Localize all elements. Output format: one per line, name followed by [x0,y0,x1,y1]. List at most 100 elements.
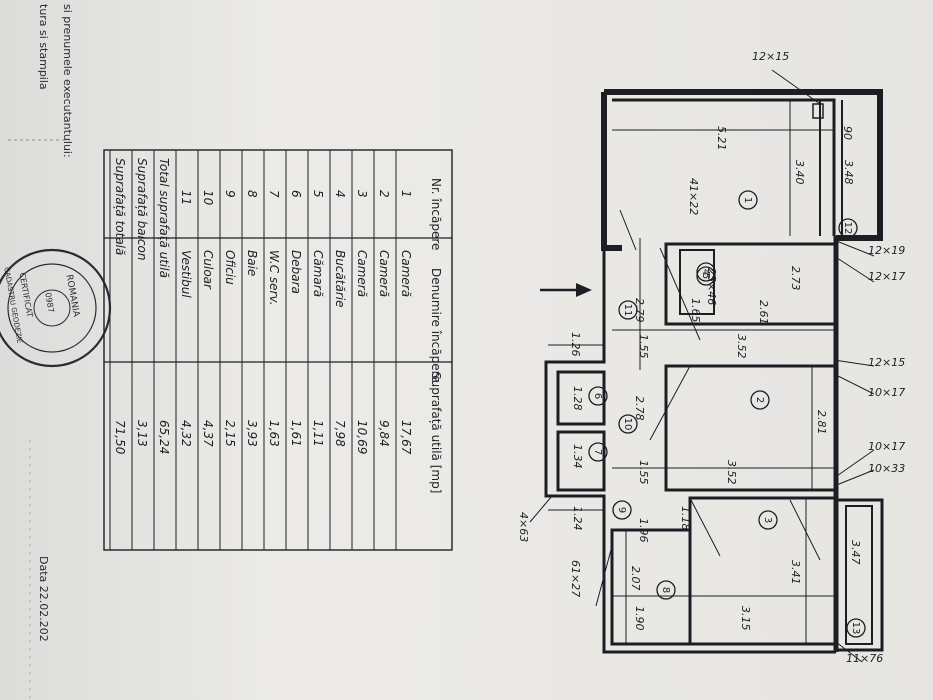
table-cell-nr: 11 [179,190,193,205]
plan-dimension: 3.47 [849,540,862,565]
plan-dimension: 3.52 [735,334,748,359]
room-number: 6 [592,393,603,399]
room-number: 7 [592,449,603,455]
plan-dimension: 2.79 [633,298,646,323]
room-number-circle [588,386,608,406]
table-cell-name: Vestibul [179,250,193,298]
table-cell-name: Oficiu [223,250,237,285]
table-cell-nr: 1 [399,190,413,198]
wall-outer-top [604,89,883,241]
plan-dimension: 12×19 [868,244,905,257]
room-number-circle [696,262,716,282]
room-number: 10 [622,418,633,431]
room-number: 4 [700,269,711,275]
entrance-arrow [540,283,592,297]
room-number: 2 [754,397,765,403]
rooms-table: Nr. încăpere Denumire încăpere Suprafață… [103,149,453,551]
balcony-12-walls [819,100,843,236]
table-cell-nr: 10 [201,190,215,206]
table-cell-nr: 9 [223,190,237,198]
room-number-circle [588,442,608,462]
plan-dimension: 61×27 [569,560,582,597]
room-number-circle [612,500,632,520]
plan-dimension: 10×17 [868,440,905,453]
table-cell-area: 3,93 [245,420,259,447]
table-cell-name: Cameră [377,250,391,297]
margin-text: si prenumele executantului: tura si stam… [37,4,74,642]
room-number-circle [758,510,778,530]
table-cell-name: Cămară [311,250,325,297]
plan-dimension: 3.52 [725,460,738,485]
svg-text:0987: 0987 [43,292,55,314]
table-total-area: 71,50 [113,420,127,455]
table-cell-area: 4,32 [179,420,193,447]
room-number-circle [738,190,758,210]
table-cell-nr: 4 [333,190,347,198]
plan-dimension: 1.26 [569,332,582,357]
plan-dimension: 1.96 [637,518,650,543]
room-number-circle [656,580,676,600]
room-number-circle [618,300,638,320]
room-number: 1 [742,197,753,203]
plan-dimension: 3.15 [739,606,752,631]
header-name: Denumire încăpere [429,268,443,383]
plan-dimension: 2.81 [815,410,828,435]
balcony-13 [836,498,884,652]
plan-dimension: 4×63 [517,512,530,542]
plan-dimension: 3.40 [793,160,806,185]
room-number-circle [846,618,866,638]
room-8-bathroom [610,528,692,646]
table-cell-area: 1,11 [311,420,325,447]
plan-dimension: 1.55 [637,334,650,359]
plan-dimension: 3.48 [842,160,855,185]
table-cell-nr: 2 [377,190,391,198]
header-nr: Nr. încăpere [429,178,443,250]
table-total-area: 65,24 [157,420,171,454]
plan-dimension: 1.90 [633,606,646,631]
header-area: Suprafață utilă [mp] [429,372,443,493]
room-number-circle [838,218,858,238]
room-number: 12 [842,222,853,235]
table-cell-area: 7,98 [333,420,347,447]
executor-label: si prenumele executantului: [61,4,74,158]
table-cell-nr: 8 [245,190,259,198]
table-cell-nr: 5 [311,190,325,198]
room-number: 5 [700,273,711,279]
room-number: 8 [660,587,671,593]
plan-dimension: 1.18 [679,506,692,531]
table-cell-area: 1,63 [267,420,281,447]
table-cell-nr: 6 [289,190,303,198]
table-cell-name: Cameră [399,250,413,297]
table-cell-name: Culoar [201,250,215,290]
room-number: 3 [762,517,773,523]
plan-dimension: 12×17 [868,270,905,283]
table-cell-nr: 7 [267,190,281,198]
table-cell-area: 2,15 [223,420,237,447]
wall-outer-bottom-left [544,248,836,654]
room-number: 11 [622,304,633,317]
table-cell-area: 4,37 [201,420,215,447]
table-cell-name: Baie [245,250,259,276]
plan-dimension: 11×76 [846,652,883,665]
table-cell-name: Debara [289,250,303,294]
plan-dimension: 12×15 [752,50,789,63]
room-7-wc [556,430,606,492]
plan-dimension: 2.07 [629,566,642,591]
plan-dimension: 3.41 [789,560,802,585]
plan-dimension: 12×15 [868,356,905,369]
table-total-label: Total suprafață utilă [157,158,171,278]
plan-dimension: 2.73 [789,266,802,291]
plan-dimension: 2.78 [633,396,646,421]
table-cell-area: 10,69 [355,420,369,454]
plan-dimension: 1.28 [571,386,584,411]
plan-dimension: 41×22 [687,178,700,215]
plan-dimension: 1.65 [689,298,702,323]
plan-dimension: 10×33 [868,462,905,475]
table-cell-name: Cameră [355,250,369,297]
room-5-pantry [679,249,715,315]
room-number-circle [696,266,716,286]
plan-dimension: 2.61 [757,300,770,325]
